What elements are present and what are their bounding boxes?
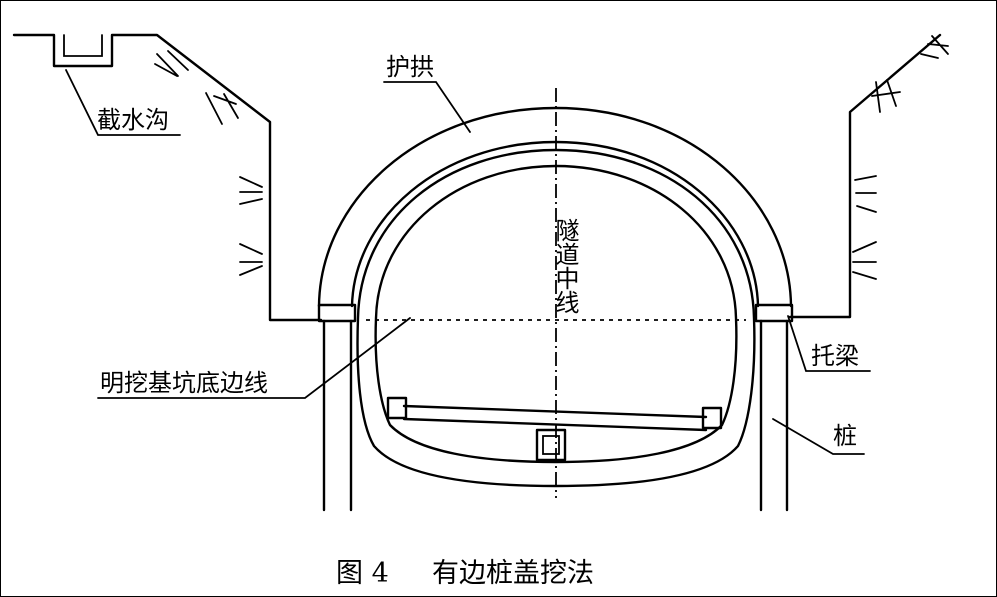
- tunnel-lining-outer: [356, 148, 756, 488]
- ground-profile-left: [12, 33, 323, 322]
- slope-hatch-icon: [852, 35, 949, 280]
- label-excavation-line: 明挖基坑底边线: [100, 369, 268, 397]
- beam-block-left: [317, 303, 357, 323]
- leader-arch: [383, 81, 471, 133]
- deck-support-left: [386, 396, 408, 420]
- pile-left: [322, 319, 353, 512]
- drain-channel: [535, 428, 567, 462]
- slope-hatch-icon: [154, 50, 263, 276]
- deck-support-right: [701, 406, 723, 430]
- label-arch: 护拱: [386, 53, 434, 81]
- leader-beam: [787, 315, 871, 372]
- label-pile: 桩: [833, 422, 857, 450]
- beam-block-right: [754, 303, 794, 323]
- inner-deck-beam: [402, 404, 708, 432]
- tunnel-lining-inner: [374, 164, 738, 464]
- ground-profile-right: [788, 33, 942, 319]
- figure-title: 有边桩盖挖法: [432, 558, 594, 589]
- pile-right: [759, 319, 789, 512]
- figure-number: 图 4: [336, 558, 389, 589]
- label-centerline: 隧道中线: [551, 218, 579, 314]
- leader-drain: [65, 69, 181, 136]
- label-beam: 托梁: [811, 342, 859, 370]
- drain-channel-inner: [542, 435, 560, 455]
- leader-pile: [772, 418, 865, 455]
- drain-ditch-inner: [63, 34, 103, 57]
- leader-excavation: [97, 317, 411, 399]
- label-drain: 截水沟: [97, 106, 169, 134]
